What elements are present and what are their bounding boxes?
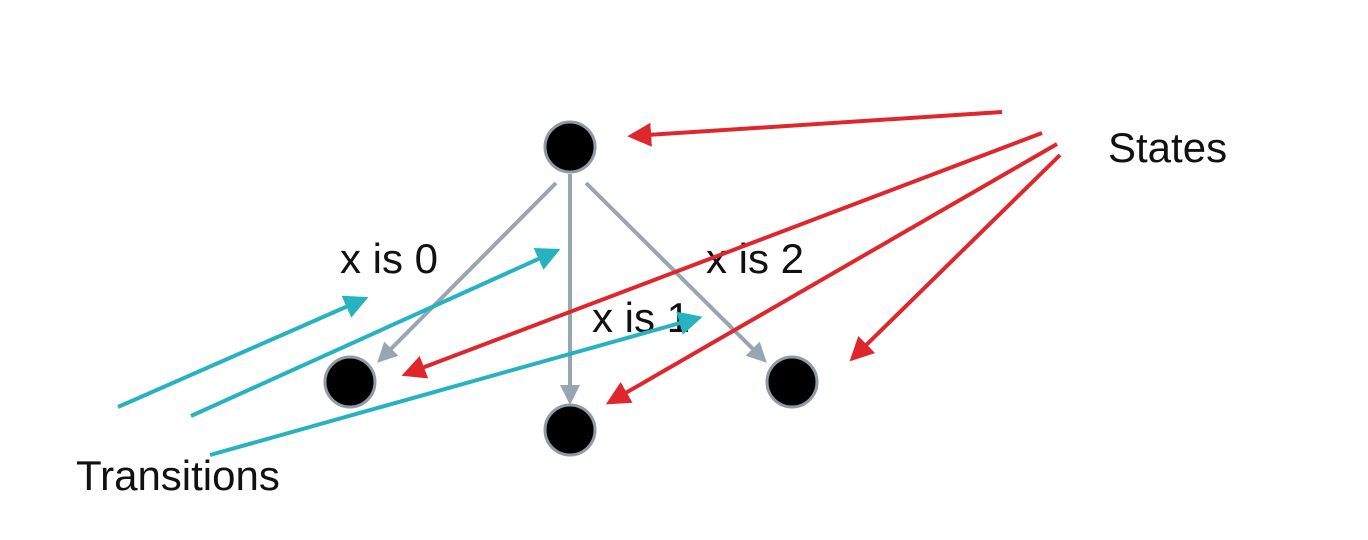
- transitions-label: Transitions: [76, 452, 280, 499]
- transition-edges: [377, 174, 767, 405]
- transitions-pointer-arrows: [117, 247, 703, 457]
- states-arrow-to-right: [849, 153, 1062, 362]
- transitions-arrow-to-edge-x2: [209, 311, 703, 457]
- states-pointer-arrows: [401, 110, 1062, 405]
- states-arrow-to-root: [627, 110, 1003, 147]
- transitions-arrow-to-edge-x0: [117, 295, 369, 409]
- states-label: States: [1108, 124, 1227, 171]
- states-arrow-to-middle: [605, 142, 1058, 405]
- state-node-right: [765, 355, 819, 409]
- state-node-left: [323, 355, 377, 409]
- state-nodes: [323, 120, 819, 457]
- states-arrow-to-left: [401, 131, 1043, 379]
- state-node-middle: [543, 403, 597, 457]
- state-node-root: [543, 120, 597, 174]
- edge-label-x-is-0: x is 0: [340, 235, 438, 282]
- transitions-arrow-to-edge-x1: [190, 247, 561, 418]
- edge-root-to-left: [377, 181, 558, 363]
